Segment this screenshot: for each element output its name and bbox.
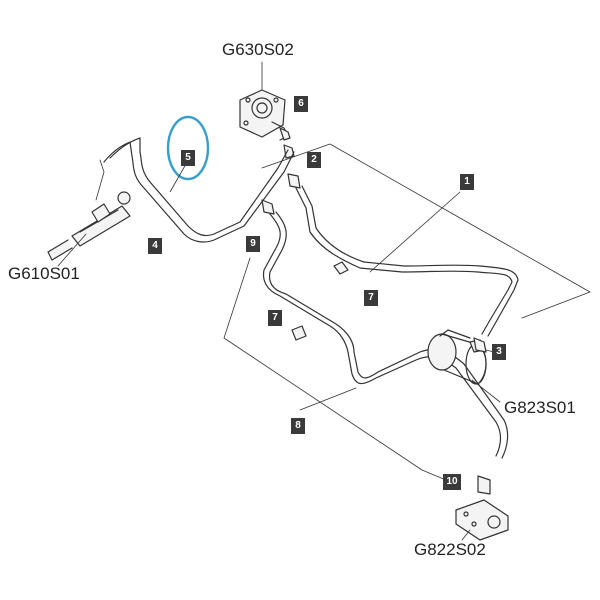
bracket-1 [261, 143, 591, 319]
callout-3: 3 [492, 344, 506, 360]
cylinder-assembly-label: G610S01 [8, 264, 80, 283]
fitting-3 [473, 337, 487, 353]
valve-assembly-label: G822S02 [414, 540, 486, 559]
bracket-8 [223, 257, 447, 481]
callout-8: 8 [291, 418, 305, 434]
highlight-ring [166, 115, 210, 181]
callout-1: 1 [460, 174, 474, 190]
valve-leader [461, 529, 471, 541]
callout-9: 9 [246, 236, 260, 252]
pipe-8 [262, 211, 509, 459]
motor-leader [471, 379, 501, 403]
pump-fittings [261, 127, 301, 215]
cylinder-part [47, 159, 131, 261]
motor-assembly-label: G823S01 [504, 398, 576, 417]
fitting-7-lower [291, 325, 307, 341]
callout-4: 4 [148, 238, 162, 254]
callout-2: 2 [307, 152, 321, 168]
cylinder-leader [57, 233, 87, 267]
callout-6: 6 [294, 96, 308, 112]
callout-5: 5 [181, 150, 195, 166]
motor-part [427, 329, 487, 385]
pump-assembly-label: G630S02 [222, 40, 294, 59]
valve-part [455, 475, 509, 541]
callout-5-leader [169, 163, 187, 193]
pipe-4 [103, 137, 295, 243]
pipe-1 [295, 185, 519, 337]
callout-10: 10 [443, 474, 461, 490]
callout-7-lower: 7 [268, 310, 282, 326]
pump-part [239, 89, 289, 141]
callout-7-upper: 7 [364, 290, 378, 306]
fitting-7-upper [333, 261, 349, 275]
